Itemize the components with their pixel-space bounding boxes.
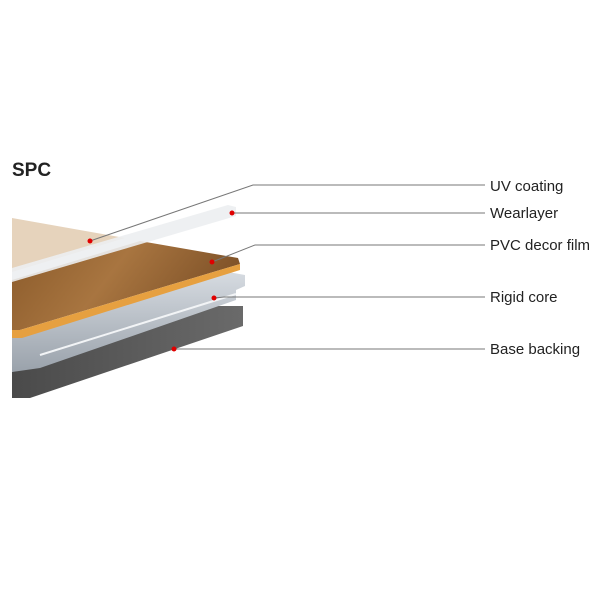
pvc-decor-edge <box>12 264 240 338</box>
label-uv-coating: UV coating <box>490 178 563 195</box>
label-wearlayer: Wearlayer <box>490 205 558 222</box>
rigid-core-marker <box>211 295 217 301</box>
pvc-decor-marker <box>209 259 215 265</box>
label-base-backing: Base backing <box>490 341 580 358</box>
diagram-title: SPC <box>12 160 52 181</box>
wearlayer-layer <box>12 205 236 282</box>
rigid-core-groove <box>39 293 237 356</box>
wearlayer-marker <box>229 210 235 216</box>
rigid-core-layer <box>12 272 245 372</box>
label-rigid-core: Rigid core <box>490 289 558 306</box>
base-backing-layer <box>12 306 243 398</box>
uv-coating-layer <box>12 218 125 272</box>
base-backing-marker <box>171 346 177 352</box>
uv-coating-marker <box>87 238 93 244</box>
leader-lines <box>89 184 485 350</box>
label-pvc-decor-film: PVC decor film <box>490 237 590 254</box>
